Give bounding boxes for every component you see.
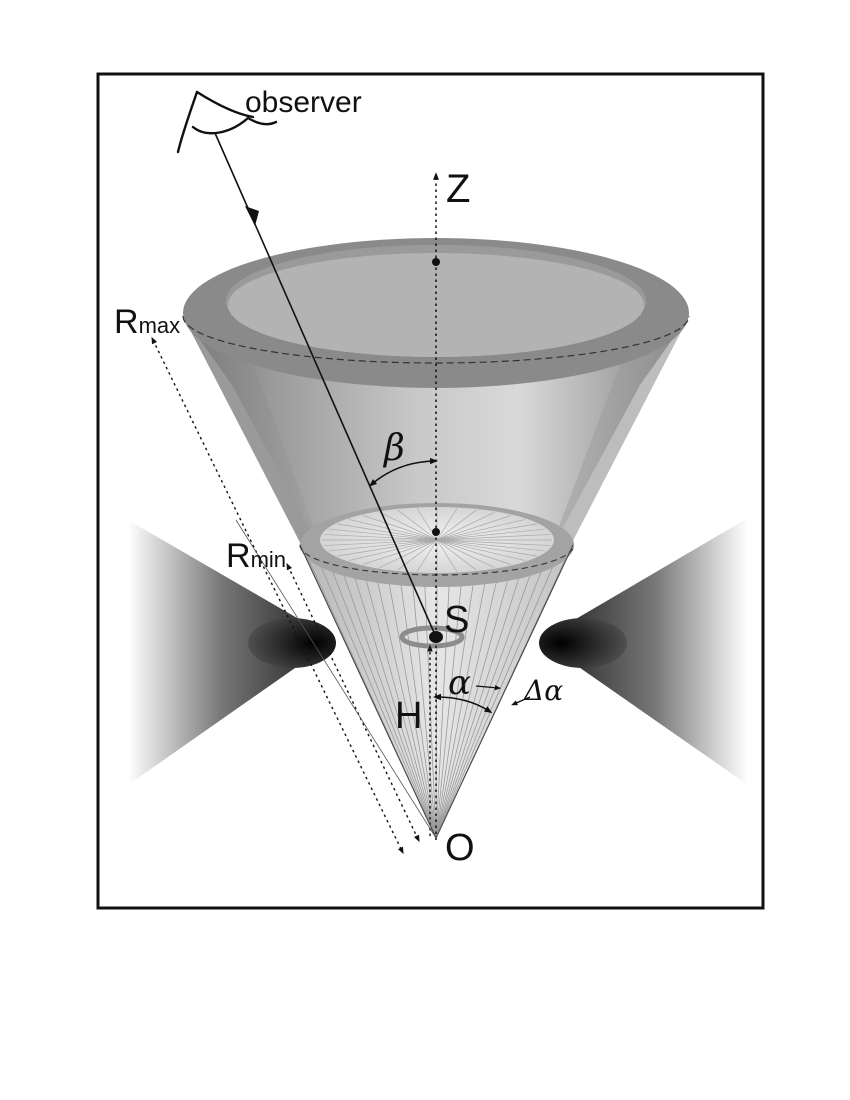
r-min-subscript: min	[251, 547, 286, 572]
disk-ray	[436, 539, 458, 572]
disk-ray	[436, 539, 537, 557]
disk-ray	[436, 519, 526, 541]
disk-ray	[397, 509, 438, 541]
cone-edge-right	[435, 544, 574, 839]
disk-ray	[436, 523, 537, 541]
disk-ray	[436, 539, 526, 561]
observer-eye-icon	[176, 90, 278, 154]
delta-alpha-arrow-right	[511, 696, 531, 706]
line-of-sight-arrow	[245, 206, 259, 226]
r-min-symbol: R	[226, 537, 251, 575]
height-label: H	[395, 695, 422, 737]
axis-point-top	[432, 258, 440, 266]
disk-ray	[436, 515, 512, 541]
disk-ray	[436, 539, 495, 569]
r-min-label: Rmin	[226, 537, 286, 575]
disk-ray	[436, 511, 495, 541]
cone-edge-left-outer	[235, 519, 437, 839]
disk-ray	[436, 508, 458, 541]
disk-ray	[436, 539, 512, 565]
disk-ray	[436, 539, 551, 546]
r-max-label: Rmax	[114, 303, 180, 341]
disk-ray	[436, 509, 477, 541]
beta-label: β	[382, 428, 405, 469]
cone-edge-left	[299, 544, 437, 839]
r-max-symbol: R	[114, 303, 139, 341]
alpha-arc	[433, 693, 493, 714]
cone-ray	[435, 550, 561, 839]
observer-label: observer	[245, 86, 362, 119]
delta-alpha-arrow-left	[475, 685, 502, 691]
cone-ray	[424, 582, 437, 839]
disk-ray	[436, 528, 546, 541]
inner-ring	[299, 503, 575, 587]
axis-point-middle	[432, 528, 440, 536]
right-wing-cone	[539, 518, 748, 785]
delta-alpha-label: Δα	[523, 674, 563, 707]
right-wing-opening	[539, 618, 627, 668]
r-min-arrow	[286, 562, 420, 843]
source-label: S	[444, 599, 469, 641]
disk-ray	[416, 539, 438, 572]
disk-ray	[436, 539, 546, 552]
beta-arc	[368, 457, 438, 487]
alpha-label: α	[448, 663, 471, 703]
z-axis-label: Z	[446, 167, 470, 211]
origin-label: O	[445, 827, 475, 869]
left-wing-opening	[248, 618, 336, 668]
r-max-subscript: max	[139, 313, 181, 338]
disk-ray	[436, 534, 551, 541]
r-max-arrow	[151, 336, 404, 855]
disk-ray	[436, 539, 477, 571]
